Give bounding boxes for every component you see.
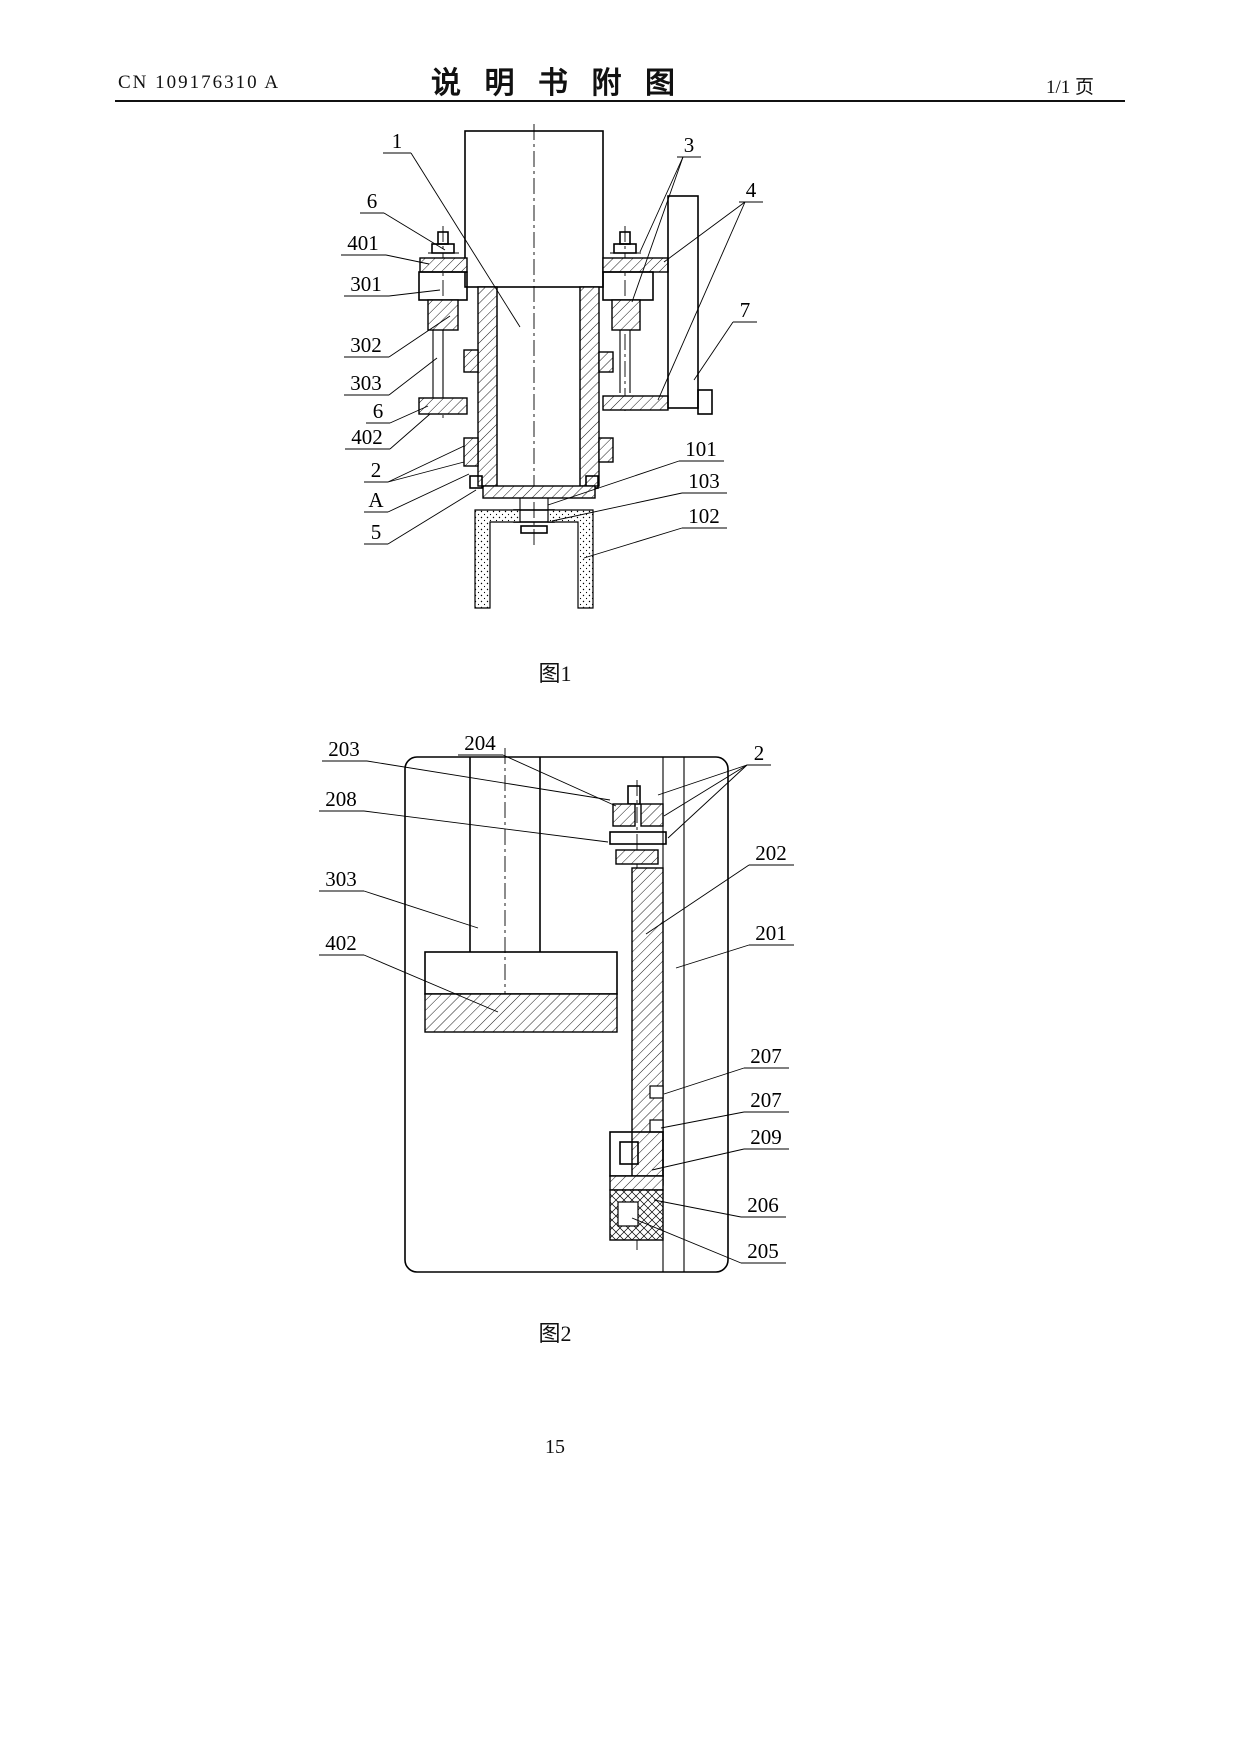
label-text: 1 — [392, 129, 403, 153]
figure2-labels: 203 204 208 303 402 2 202 201 207 207 209 206 205 — [319, 731, 794, 1264]
fig2-notches — [649, 1085, 664, 1133]
figure-label-205: 205 — [631, 1217, 786, 1264]
label-text: 101 — [685, 437, 717, 461]
figure-label-209: 209 — [651, 1125, 789, 1171]
label-text: 303 — [350, 371, 382, 395]
figure-label-401: 401 — [341, 231, 430, 265]
figure-label-202: 202 — [645, 841, 794, 935]
fig1-left-bracket — [418, 231, 468, 415]
figure-label-6: 6 — [366, 399, 429, 424]
figure2-art — [404, 748, 729, 1273]
figure-label-206: 206 — [653, 1193, 786, 1218]
label-text: 2 — [754, 741, 765, 765]
figure-label-204: 204 — [458, 731, 617, 807]
label-text: 203 — [328, 737, 360, 761]
header-rule — [115, 100, 1125, 102]
label-text: 402 — [351, 425, 383, 449]
label-text: 208 — [325, 787, 357, 811]
figure-label-102: 102 — [583, 504, 727, 559]
fig1-seal-blocks — [463, 349, 614, 489]
figure-1-caption: 图1 — [538, 661, 572, 686]
label-text: 303 — [325, 867, 357, 891]
figure-label-207: 207 — [660, 1088, 789, 1129]
figure-label-203: 203 — [322, 737, 611, 801]
label-text: A — [368, 488, 384, 512]
patent-number: CN 109176310 A — [118, 72, 281, 93]
label-text: 201 — [755, 921, 787, 945]
figure-label-303: 303 — [344, 357, 438, 396]
label-text: 202 — [755, 841, 787, 865]
figure-label-402: 402 — [319, 931, 499, 1013]
label-text: 6 — [373, 399, 384, 423]
fig1-right-bracket — [602, 231, 669, 411]
label-text: 207 — [750, 1088, 782, 1112]
label-text: 3 — [684, 133, 695, 157]
figure-label-6: 6 — [360, 189, 446, 251]
figure-label-402: 402 — [345, 413, 431, 450]
label-text: 2 — [371, 458, 382, 482]
figure1-art — [418, 124, 713, 609]
figure-2-caption: 图2 — [538, 1321, 572, 1346]
document-title: 说 明 书 附 图 — [431, 67, 683, 100]
label-text: 205 — [747, 1239, 779, 1263]
label-text: 402 — [325, 931, 357, 955]
label-text: 103 — [688, 469, 720, 493]
label-text: 302 — [350, 333, 382, 357]
fig1-side-plate — [667, 195, 713, 415]
label-text: 206 — [747, 1193, 779, 1217]
page-indicator: 1/1 页 — [1046, 77, 1095, 98]
figure-label-201: 201 — [675, 921, 794, 969]
fig2-top-assembly — [609, 785, 667, 865]
figure-label-2: 2 — [657, 741, 771, 839]
figure-label-303: 303 — [319, 867, 479, 929]
figure-label-3: 3 — [631, 133, 701, 303]
figure-label-208: 208 — [319, 787, 609, 843]
fig2-bottom-assembly — [609, 1131, 664, 1241]
label-text: 7 — [740, 298, 751, 322]
figure-label-1: 1 — [383, 129, 521, 328]
label-text: 204 — [464, 731, 496, 755]
fig2-hatched-wall — [631, 867, 664, 1186]
fig1-main-cylinder — [464, 130, 604, 487]
label-text: 4 — [746, 178, 757, 202]
figure-label-5: 5 — [364, 489, 477, 545]
label-text: 209 — [750, 1125, 782, 1149]
label-text: 301 — [350, 272, 382, 296]
figure-label-301: 301 — [344, 272, 441, 297]
fig2-central-column — [424, 757, 618, 1033]
label-text: 401 — [347, 231, 379, 255]
figure-label-A: A — [364, 473, 470, 513]
figure-label-4: 4 — [657, 178, 763, 401]
figure-label-2: 2 — [364, 445, 465, 483]
page-number: 15 — [545, 1436, 565, 1458]
label-text: 6 — [367, 189, 378, 213]
figure-label-7: 7 — [693, 298, 757, 381]
fig1-bottom-assembly — [474, 485, 596, 609]
figure-label-101: 101 — [547, 437, 724, 506]
figure-label-103: 103 — [551, 469, 727, 522]
label-text: 207 — [750, 1044, 782, 1068]
label-text: 5 — [371, 520, 382, 544]
figure-label-207: 207 — [663, 1044, 789, 1095]
label-text: 102 — [688, 504, 720, 528]
figure-label-302: 302 — [344, 315, 451, 358]
